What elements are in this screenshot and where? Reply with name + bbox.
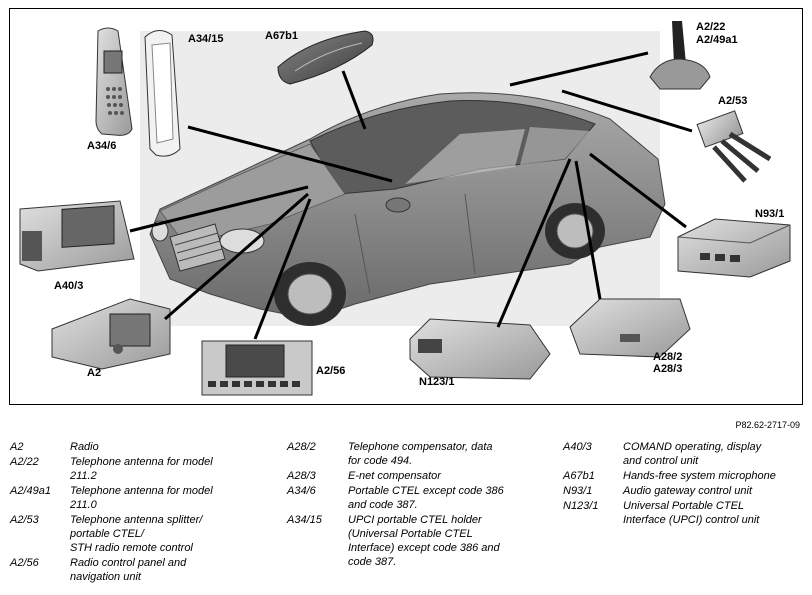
microphone-illustration <box>277 30 374 85</box>
label-a2: A2 <box>87 367 102 379</box>
legend-code: A2/56 <box>10 557 39 569</box>
legend-code: N93/1 <box>563 485 593 497</box>
label-n123-1: N123/1 <box>419 376 455 388</box>
legend-entry: A2 Radio <box>10 440 265 454</box>
legend-description: Radio <box>70 441 99 453</box>
legend-description: Telephone antenna splitter/portable CTEL… <box>70 514 203 554</box>
radio-panel-illustration <box>201 340 313 396</box>
legend-code: A40/3 <box>563 441 592 453</box>
antenna-splitter-illustration <box>696 110 772 183</box>
upci-unit-illustration <box>409 318 551 380</box>
legend-description: Audio gateway control unit <box>623 485 753 497</box>
comand-unit-illustration <box>19 200 135 272</box>
legend-entry: N93/1 Audio gateway control unit <box>563 484 803 498</box>
legend-entry: A2/53 Telephone antenna splitter/portable… <box>10 513 265 555</box>
car-illustration <box>149 92 666 326</box>
legend-code: A67b1 <box>563 470 595 482</box>
legend-code: A2 <box>10 441 24 453</box>
label-a28-3: A28/3 <box>653 363 683 375</box>
label-a28-2: A28/2 <box>653 351 683 363</box>
legend-description: E-net compensator <box>348 470 441 482</box>
radio-unit-illustration <box>51 298 171 370</box>
phone-holder-illustration <box>144 30 181 157</box>
legend-code: N123/1 <box>563 500 599 512</box>
diagram-svg <box>19 21 791 396</box>
audio-gateway-illustration <box>677 218 791 278</box>
legend-code: A34/15 <box>287 514 322 526</box>
legend-code: A28/3 <box>287 470 316 482</box>
leader-lines <box>129 51 693 340</box>
label-a2-49a1: A2/49a1 <box>696 34 738 46</box>
label-a67b1: A67b1 <box>265 30 299 42</box>
diagram-frame: A34/15 A67b1 A2/22 A2/49a1 A2/53 A34/6 N… <box>9 8 803 405</box>
legend-code: A28/2 <box>287 441 316 453</box>
label-a34-6: A34/6 <box>87 140 117 152</box>
legend-description: UPCI portable CTEL holder(Universal Port… <box>348 514 500 568</box>
label-a2-22: A2/22 <box>696 21 726 33</box>
legend-description: Hands-free system microphone <box>623 470 776 482</box>
label-a40-3: A40/3 <box>54 280 84 292</box>
antenna-illustration <box>649 21 711 90</box>
label-a2-53: A2/53 <box>718 95 748 107</box>
label-n93-1: N93/1 <box>755 208 785 220</box>
legend-code: A2/49a1 <box>10 485 51 497</box>
legend-entry: A34/15 UPCI portable CTEL holder(Universa… <box>287 513 547 569</box>
legend-code: A34/6 <box>287 485 316 497</box>
legend-entry: A67b1 Hands-free system microphone <box>563 469 803 483</box>
label-a34-15: A34/15 <box>188 33 224 45</box>
label-a2-56: A2/56 <box>316 365 346 377</box>
mobile-phone-illustration <box>95 27 133 136</box>
legend-code: A2/22 <box>10 456 39 468</box>
figure-reference: P82.62-2717-09 <box>735 420 800 430</box>
legend-code: A2/53 <box>10 514 39 526</box>
legend-entry: A28/3 E-net compensator <box>287 469 547 483</box>
